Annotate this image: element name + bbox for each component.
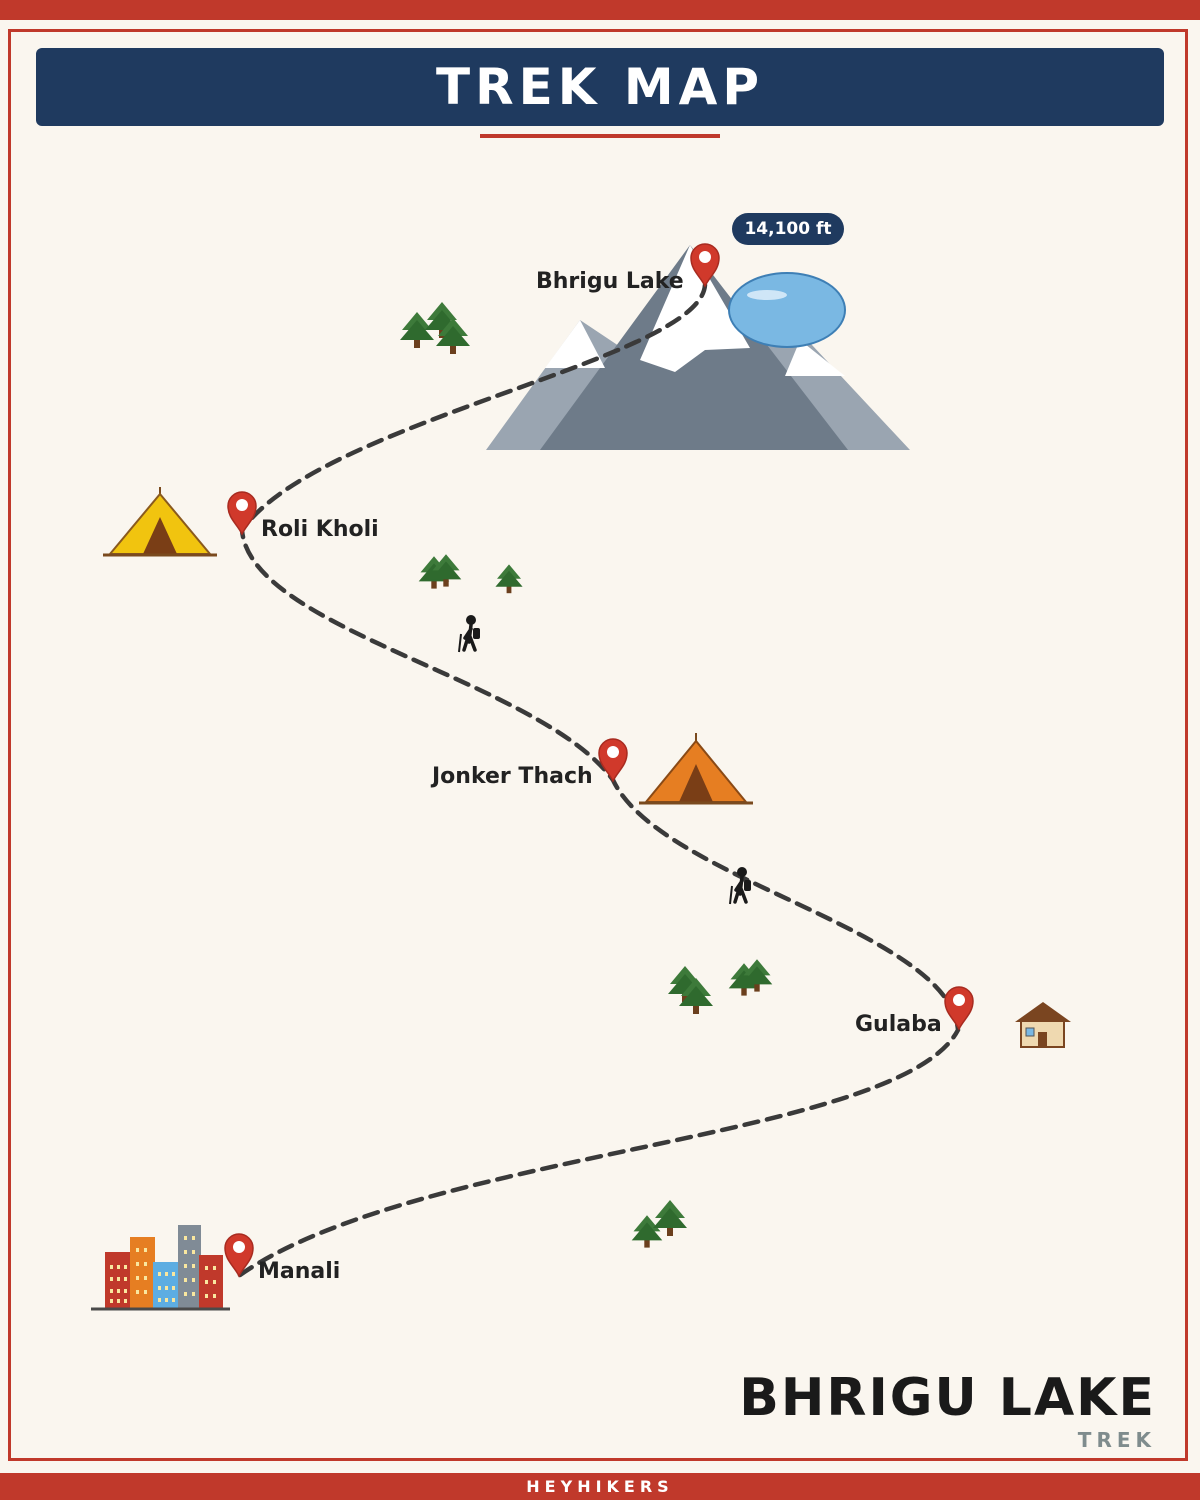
- tree-cluster-upper: [418, 554, 523, 594]
- footer-text: HEYHIKERS: [526, 1477, 674, 1496]
- stop-label-roli-kholi: Roli Kholi: [261, 517, 379, 542]
- trail-path: [237, 282, 961, 1278]
- stop-label-bhrigu-lake: Bhrigu Lake: [536, 269, 684, 294]
- title-banner: TREK MAP: [36, 48, 1164, 126]
- hiker-icon: [457, 613, 482, 654]
- tree-cluster-middle: [668, 959, 773, 1014]
- stop-label-manali: Manali: [258, 1259, 341, 1284]
- tree-cluster-top: [400, 302, 470, 354]
- city-icon: [91, 1225, 230, 1311]
- top-accent-bar: [0, 0, 1200, 20]
- elevation-badge: 14,100 ft: [732, 213, 844, 245]
- stop-label-gulaba: Gulaba: [855, 1012, 942, 1037]
- title-underline: [480, 134, 720, 138]
- page-title: TREK MAP: [435, 58, 764, 116]
- brand-title: BHRIGU LAKE: [739, 1368, 1156, 1428]
- lake-icon: [728, 272, 846, 348]
- stop-label-jonker-thach: Jonker Thach: [432, 764, 593, 789]
- house-icon: [1015, 1002, 1071, 1048]
- tent-icon: [639, 733, 753, 805]
- brand-subtitle: TREK: [1077, 1428, 1156, 1452]
- footer-bar: HEYHIKERS: [0, 1473, 1200, 1500]
- location-pin-icon[interactable]: [598, 738, 628, 782]
- location-pin-icon[interactable]: [944, 986, 974, 1030]
- location-pin-icon[interactable]: [227, 491, 257, 535]
- tree-cluster-bottom: [631, 1200, 687, 1248]
- tent-icon: [103, 487, 217, 557]
